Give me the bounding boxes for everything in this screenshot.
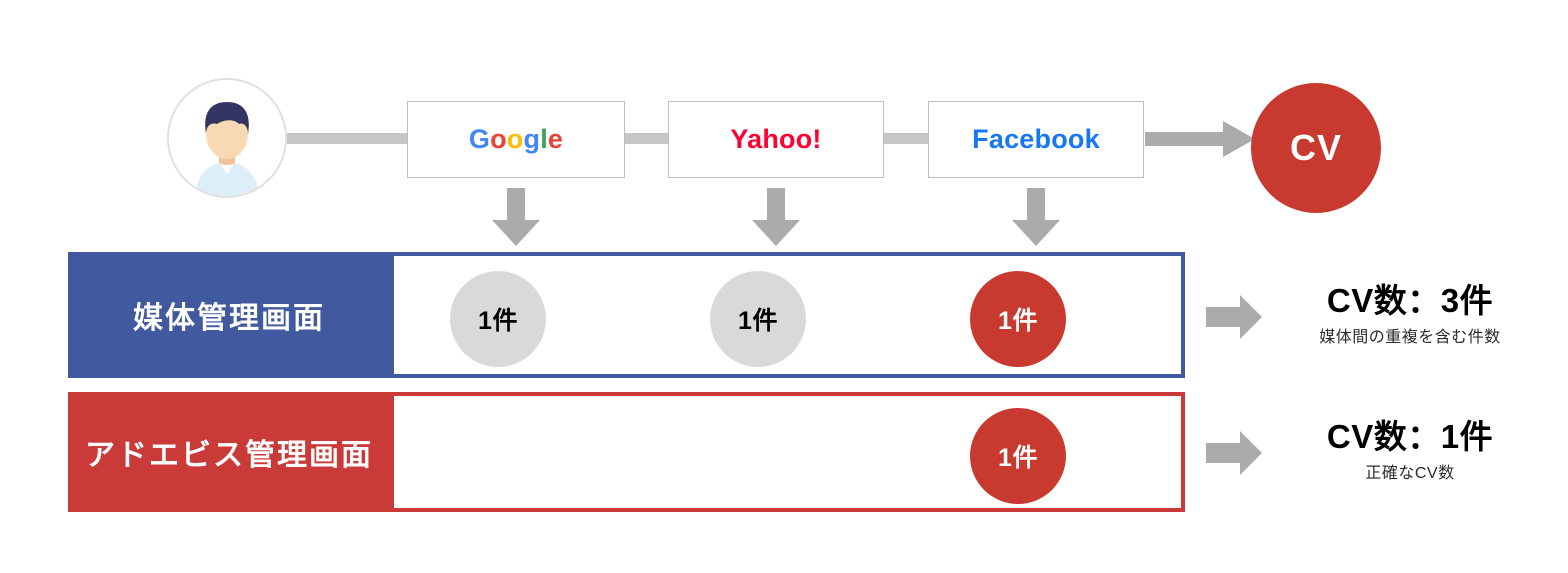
down-arrow-google-icon [492,188,540,251]
cv-endpoint-circle: CV [1251,83,1381,213]
cv-endpoint-label: CV [1289,127,1342,168]
media-label-facebook: Facebook [972,124,1100,154]
result-title-ebis-admin: CV数：1件 [1326,418,1494,455]
connector-avatar-google [287,133,407,144]
row-label-text-ebis-admin: アドエビス管理画面 [85,439,373,472]
down-arrow-facebook-icon [1012,188,1060,251]
row-media-admin: 媒体管理画面 1件 1件 1件 [68,252,1185,378]
down-arrow-yahoo-icon [752,188,800,251]
bubble-ebis-facebook-count: 1件 [970,408,1066,504]
row-label-media-admin: 媒体管理画面 [68,252,390,378]
row-label-text-media-admin: 媒体管理画面 [133,302,325,335]
media-box-yahoo[interactable]: Yahoo! [668,101,884,178]
media-label-google: Google [468,124,564,154]
arrow-to-cv-icon [1145,121,1255,162]
media-label-yahoo: Yahoo! [730,124,822,154]
result-ebis-admin: CV数：1件 正確なCV数 [1260,419,1560,483]
bubble-yahoo-count: 1件 [710,271,806,367]
avatar-illustration [169,80,285,196]
row-ebis-admin: アドエビス管理画面 1件 [68,392,1185,512]
result-arrow-media-admin-icon [1206,295,1262,344]
bubble-google-count: 1件 [450,271,546,367]
result-title-media-admin: CV数：3件 [1326,282,1494,319]
result-arrow-ebis-admin-icon [1206,431,1262,480]
row-panel-ebis-admin: 1件 [390,392,1185,512]
connector-yahoo-facebook [884,133,928,144]
user-avatar [167,78,287,198]
bubble-facebook-count: 1件 [970,271,1066,367]
row-label-ebis-admin: アドエビス管理画面 [68,392,390,512]
connector-google-yahoo [625,133,668,144]
result-subtitle-media-admin: 媒体間の重複を含む件数 [1319,328,1501,346]
result-media-admin: CV数：3件 媒体間の重複を含む件数 [1260,283,1560,347]
media-box-google[interactable]: Google [407,101,625,178]
media-box-facebook[interactable]: Facebook [928,101,1144,178]
row-panel-media-admin: 1件 1件 1件 [390,252,1185,378]
result-subtitle-ebis-admin: 正確なCV数 [1365,464,1455,482]
